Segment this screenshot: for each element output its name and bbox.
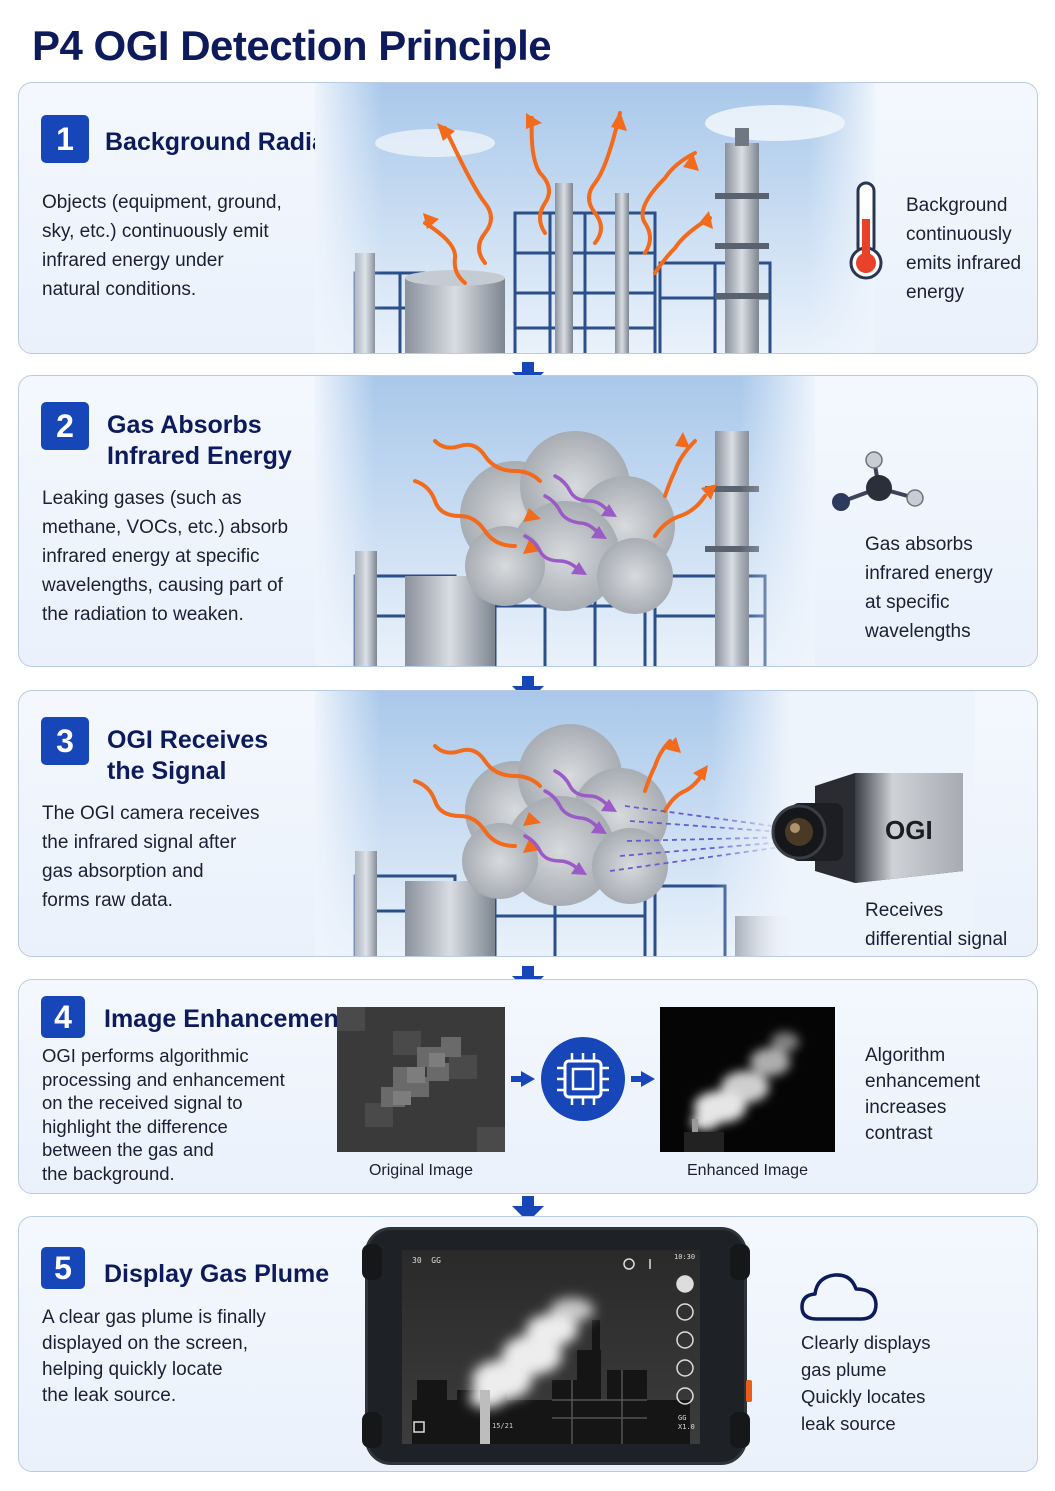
chip-icon [541, 1037, 625, 1121]
page-title: P4 OGI Detection Principle [32, 22, 552, 69]
flow-arrow-4 [512, 1196, 544, 1222]
step-1-desc: Objects (equipment, ground,sky, etc.) co… [42, 192, 282, 300]
enhanced-image [660, 1007, 835, 1152]
refinery-scene-1 [315, 83, 875, 353]
tablet-screen [402, 1250, 700, 1444]
screen-top-left: 30 GG [412, 1256, 441, 1265]
molecule-icon [832, 451, 924, 511]
step-4-title: Image Enhancement [104, 1005, 348, 1033]
screen-bottom-mid: 15/21 [492, 1422, 514, 1430]
step-4-badge: 4 [41, 996, 85, 1038]
camera-label: OGI [885, 815, 933, 845]
flow-arrow-right-2 [631, 1071, 655, 1087]
step-1-badge: 1 [41, 115, 89, 163]
cloud-icon [800, 1273, 878, 1321]
step-5-panel: 5 Display Gas Plume A clear gas plume is… [18, 1216, 1038, 1472]
original-image [337, 1007, 505, 1152]
step-5-badge: 5 [41, 1247, 85, 1289]
step-2-badge: 2 [41, 402, 89, 450]
step-1-panel: 1 Background Radiation Objects (equipmen… [18, 82, 1038, 354]
screen-top-right: 10:30 [674, 1253, 696, 1261]
ogi-camera [771, 773, 963, 883]
step-5-title: Display Gas Plume [104, 1260, 330, 1288]
thermometer-icon [849, 181, 883, 280]
refinery-scene-3 [315, 691, 975, 956]
step-4-panel: 4 Image Enhancement OGI performs algorit… [18, 979, 1038, 1194]
enhanced-image-caption: Enhanced Image [687, 1162, 808, 1179]
refinery-scene-2 [315, 376, 815, 666]
flow-arrow-right-1 [511, 1071, 535, 1087]
original-image-caption: Original Image [368, 1162, 474, 1179]
step-3-badge: 3 [41, 717, 89, 765]
